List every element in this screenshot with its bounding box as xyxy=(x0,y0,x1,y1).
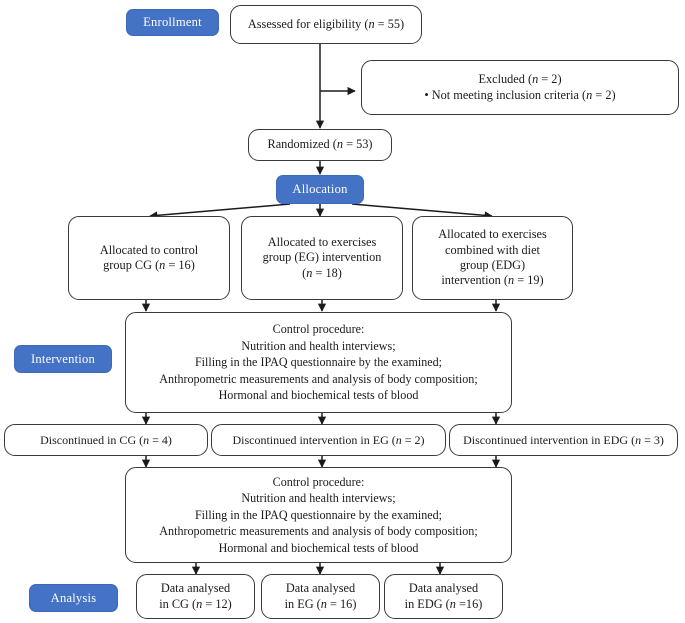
stage-badge-allocation: Allocation xyxy=(276,175,364,204)
node-discontinued-eg: Discontinued intervention in EG (n = 2) xyxy=(211,424,446,456)
node-discontinued-cg: Discontinued in CG (n = 4) xyxy=(4,424,208,456)
node-text-discontinued-edg: Discontinued intervention in EDG (n = 3) xyxy=(463,432,664,447)
stage-badge-analysis: Analysis xyxy=(29,584,118,612)
stage-badge-enrollment: Enrollment xyxy=(126,9,219,36)
node-randomized: Randomized (n = 53) xyxy=(248,129,392,161)
node-text-procedure-1: Control procedure: Nutrition and health … xyxy=(159,322,478,403)
stage-label-intervention: Intervention xyxy=(31,351,95,366)
stage-label-allocation: Allocation xyxy=(292,182,348,196)
node-discontinued-edg: Discontinued intervention in EDG (n = 3) xyxy=(449,424,678,456)
node-text-assessed: Assessed for eligibility (n = 55) xyxy=(247,16,405,31)
connector-allocation-to-edg xyxy=(351,203,493,220)
node-control-procedure-second: Control procedure: Nutrition and health … xyxy=(125,467,512,563)
stage-label-analysis: Analysis xyxy=(50,590,97,605)
node-text-discontinued-cg: Discontinued in CG (n = 4) xyxy=(40,432,172,447)
node-text-excluded: Excluded (n = 2)• Not meeting inclusion … xyxy=(424,72,616,102)
node-control-procedure-first: Control procedure: Nutrition and health … xyxy=(125,312,512,413)
node-assessed-for-eligibility: Assessed for eligibility (n = 55) xyxy=(230,5,422,44)
stage-label-enrollment: Enrollment xyxy=(143,15,202,29)
stage-badge-intervention: Intervention xyxy=(14,345,112,373)
node-text-randomized: Randomized (n = 53) xyxy=(267,137,373,152)
connector-allocation-to-cg xyxy=(149,203,291,220)
node-excluded: Excluded (n = 2)• Not meeting inclusion … xyxy=(361,60,679,115)
node-text-procedure-2: Control procedure: Nutrition and health … xyxy=(159,474,478,555)
node-text-discontinued-eg: Discontinued intervention in EG (n = 2) xyxy=(232,432,425,447)
